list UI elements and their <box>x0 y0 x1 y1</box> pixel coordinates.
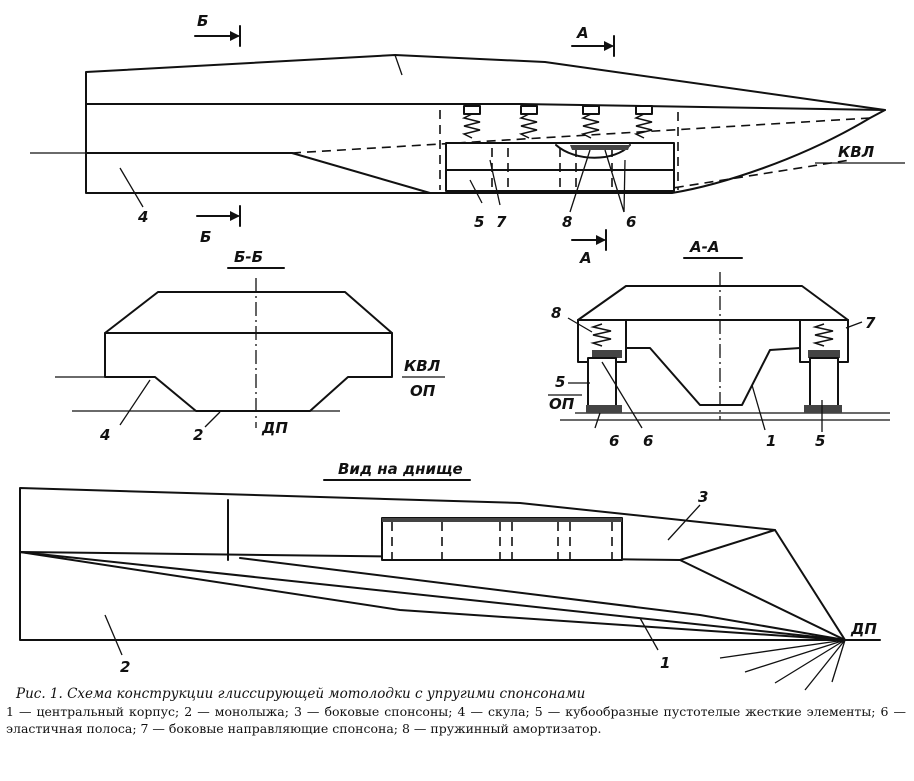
section-aa-leader-1 <box>751 384 766 431</box>
leader-4 <box>119 167 144 208</box>
bottom-view-chine-1 <box>19 551 846 641</box>
right-bottom-strip <box>804 405 842 413</box>
right-rigid-element <box>809 357 839 409</box>
section-bb-label-2: 2 <box>193 426 203 444</box>
section-aa-leader-8 <box>567 317 593 333</box>
springs <box>461 105 653 139</box>
right-spring <box>812 323 834 347</box>
leader-6a <box>604 149 625 213</box>
section-b-top-label: Б <box>197 12 208 30</box>
label-5: 5 <box>474 213 484 231</box>
section-marker-a-bottom: А <box>571 229 607 267</box>
section-a-bottom-label: А <box>579 249 592 267</box>
left-spring <box>590 323 612 347</box>
leader-8 <box>569 149 591 213</box>
leader-7 <box>489 159 501 206</box>
caption-body: 1 — центральный корпус; 2 — монолыжа; 3 … <box>6 704 906 736</box>
section-bb-hull <box>104 291 393 412</box>
section-aa-title: А-А <box>689 238 719 256</box>
bottom-view-leader-1 <box>639 617 659 651</box>
section-marker-b-top: Б <box>194 12 241 47</box>
bottom-view-chine-3 <box>19 551 846 641</box>
bottom-view-label-3: 3 <box>698 488 708 506</box>
label-6: 6 <box>626 213 636 231</box>
bottom-view-sponson-strip <box>382 518 622 522</box>
waterline-label: КВЛ <box>838 143 875 161</box>
hull-outline <box>85 54 886 194</box>
label-4: 4 <box>137 208 148 226</box>
section-b-bottom-label: Б <box>200 228 211 246</box>
section-aa-label-7: 7 <box>865 314 876 332</box>
section-bb-leader-2 <box>204 411 221 428</box>
side-view: Б Б А А КВЛ 4 5 7 8 6 <box>30 12 905 267</box>
section-aa: А-А 8 7 5 ОП 6 6 1 5 <box>548 238 890 450</box>
bottom-view-leader-2 <box>104 614 123 656</box>
bottom-view-outline <box>19 487 846 641</box>
bottom-view-bow-fan <box>719 639 846 691</box>
section-bb-baseline-label: ОП <box>410 382 436 400</box>
bottom-view: Вид на днище 3 2 1 ДП <box>19 460 881 691</box>
section-aa-label-6-right: 6 <box>643 432 653 450</box>
left-bottom-strip <box>586 405 622 413</box>
section-bb: Б-Б КВЛ ОП ДП 4 2 <box>55 248 445 444</box>
leader-6b <box>623 159 626 213</box>
bottom-view-sponson-block <box>381 517 623 561</box>
figure-caption: Рис. 1. Схема конструкции глиссирующей м… <box>6 686 906 737</box>
caption-title: Рис. 1. Схема конструкции глиссирующей м… <box>16 686 586 702</box>
sponson-dashed-bottom <box>659 159 851 191</box>
section-aa-leader-6l <box>594 412 601 429</box>
chine-line <box>85 152 431 194</box>
section-aa-leader-7 <box>845 321 863 329</box>
sponson-dashed-chine <box>291 117 871 154</box>
label-8: 8 <box>562 213 572 231</box>
right-elastic-strip <box>808 350 840 358</box>
section-aa-label-8: 8 <box>551 304 561 322</box>
section-bb-waterline-label: КВЛ <box>404 357 441 375</box>
section-marker-a-top: А <box>571 24 615 57</box>
left-rigid-element <box>587 357 617 409</box>
left-elastic-strip <box>592 350 622 358</box>
bottom-view-label-1: 1 <box>660 654 670 672</box>
section-marker-b-bottom: Б <box>196 205 241 246</box>
section-aa-label-5-left: 5 <box>555 373 565 391</box>
bottom-view-leader-3 <box>667 504 701 541</box>
bottom-view-label-2: 2 <box>120 658 130 676</box>
section-aa-label-1: 1 <box>766 432 776 450</box>
label-7: 7 <box>496 213 507 231</box>
section-aa-leader-6r <box>601 361 643 429</box>
deck-break <box>394 54 403 76</box>
section-aa-baseline-label: ОП <box>549 395 575 413</box>
bottom-view-title: Вид на днище <box>338 460 463 478</box>
bottom-view-chine-4 <box>679 559 846 641</box>
section-aa-label-5-right: 5 <box>815 432 825 450</box>
section-bb-centerline-label: ДП <box>261 419 288 437</box>
section-a-top-label: А <box>576 24 589 42</box>
section-bb-label-4: 4 <box>99 426 110 444</box>
leader-5 <box>469 179 483 204</box>
deck-line <box>85 103 886 111</box>
bottom-view-chine-2 <box>239 557 846 641</box>
section-bb-leader-4 <box>119 379 151 426</box>
section-aa-label-6-left: 6 <box>609 432 619 450</box>
bottom-view-centerline-label: ДП <box>850 620 877 638</box>
section-bb-title: Б-Б <box>234 248 263 266</box>
elastic-strip-hatch <box>570 145 630 150</box>
